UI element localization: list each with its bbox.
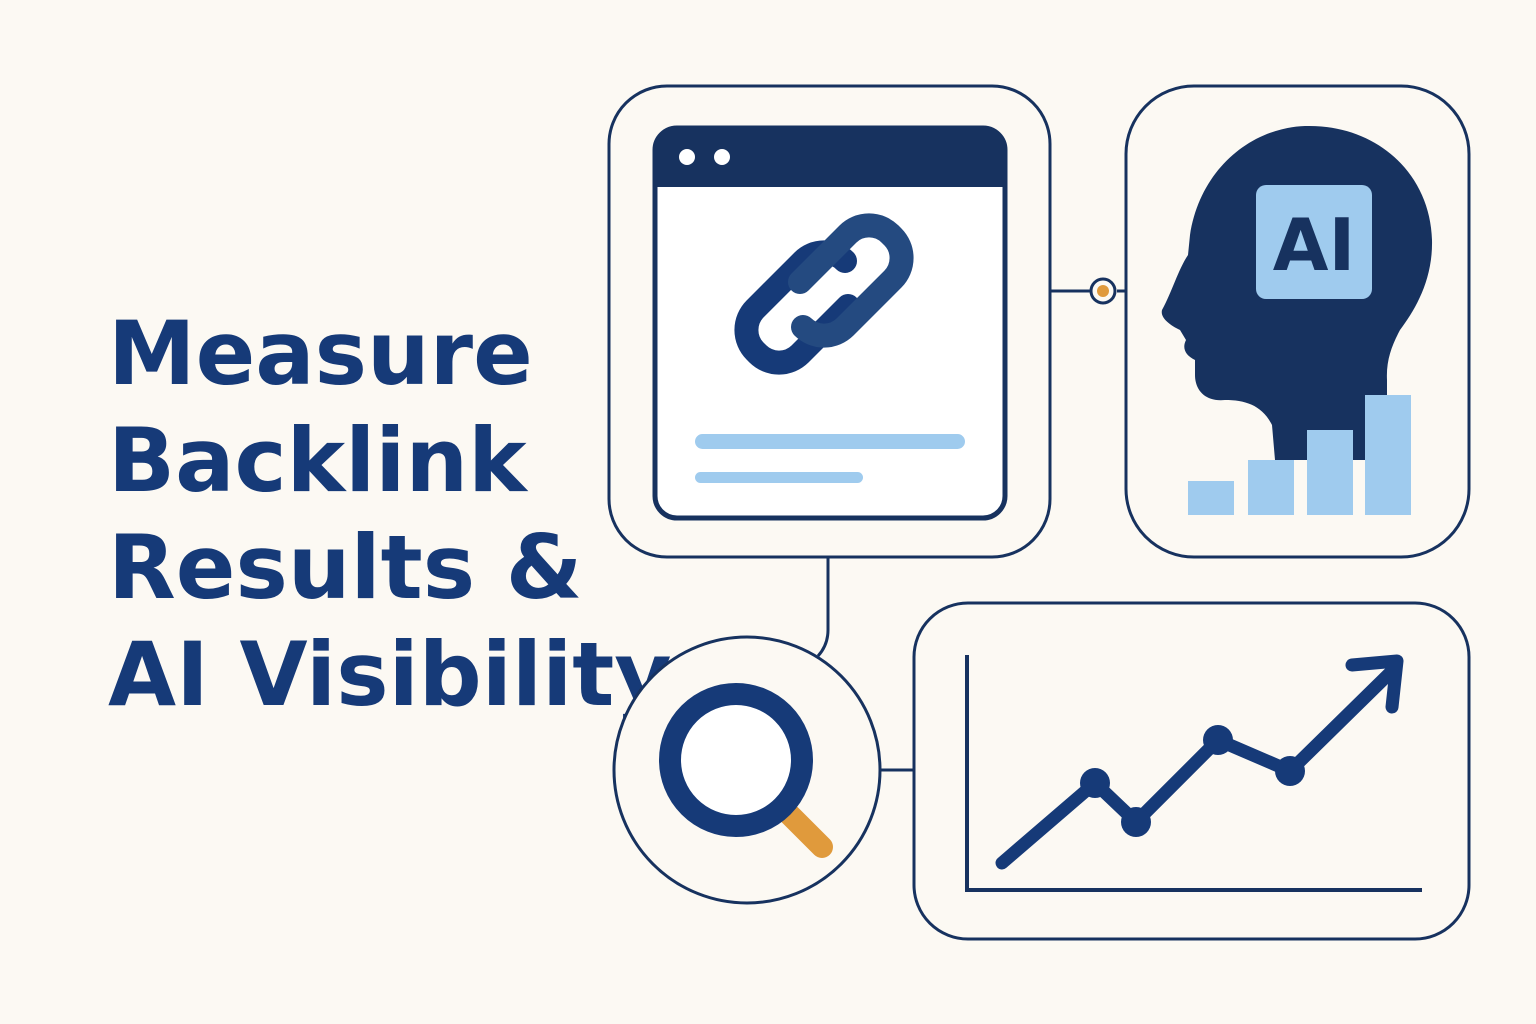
bar-chart-icon — [1188, 395, 1411, 515]
trend-point-3 — [1203, 725, 1233, 755]
connector-browser-to-search — [816, 557, 830, 658]
trend-point-4 — [1275, 756, 1305, 786]
trend-card — [912, 601, 1471, 941]
browser-card — [607, 84, 1052, 559]
magnifier-lens — [659, 683, 813, 837]
headline-line-3: Results & — [108, 516, 583, 619]
bar-2 — [1248, 460, 1294, 515]
headline: Measure Backlink Results & AI Visibility — [108, 300, 672, 728]
headline-line-2: Backlink — [108, 409, 527, 512]
window-dot-1 — [679, 149, 695, 165]
trend-point-2 — [1121, 807, 1151, 837]
bar-4 — [1365, 395, 1411, 515]
browser-window-icon — [652, 125, 1008, 521]
headline-line-1: Measure — [108, 302, 533, 405]
magnifier-handle — [779, 804, 833, 858]
bar-3 — [1307, 430, 1353, 515]
trend-line-chart-icon — [965, 654, 1422, 892]
text-line-long — [695, 434, 965, 449]
ai-badge — [1256, 185, 1372, 299]
window-dot-2 — [714, 149, 730, 165]
chart-axes — [965, 655, 1422, 892]
trend-point-1 — [1080, 768, 1110, 798]
search-card — [612, 635, 882, 905]
text-line-short — [695, 472, 863, 483]
trend-line — [995, 661, 1402, 870]
bar-1 — [1188, 481, 1234, 515]
chain-link-icon — [734, 213, 914, 375]
magnifier-icon — [659, 683, 833, 858]
trend-arrowhead — [1345, 654, 1404, 714]
headline-line-4: AI Visibility — [108, 623, 672, 726]
ai-badge-label: AI — [1273, 203, 1356, 287]
connector-node-dot-fill — [1097, 285, 1109, 297]
ai-card: AI — [1124, 84, 1471, 559]
